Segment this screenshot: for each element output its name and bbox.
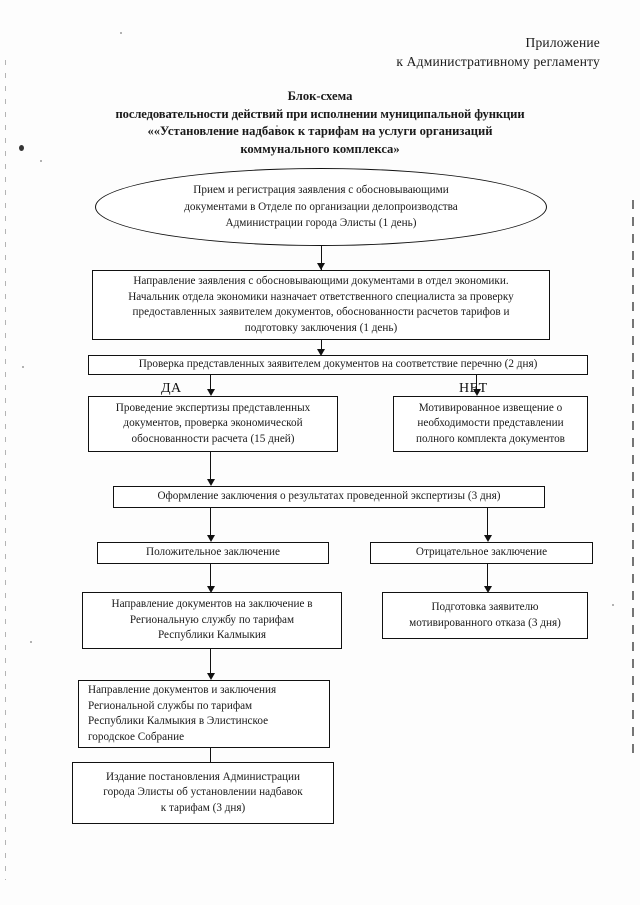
start-ellipse-line-1: Прием и регистрация заявления с обосновы… xyxy=(193,184,449,197)
arrowhead-to-expertise xyxy=(206,389,215,396)
connector-negative-to-refusal xyxy=(487,564,489,590)
scan-speck-artifact xyxy=(276,125,278,127)
scan-speck-artifact xyxy=(40,160,42,162)
refusal-line-2: мотивированного отказа (3 дня) xyxy=(409,616,561,629)
scan-speck-artifact xyxy=(120,32,122,34)
check-line-1: Проверка представленных заявителем докум… xyxy=(138,358,538,371)
flow-node-incomplete-notice: Мотивированное извещение о необходимости… xyxy=(393,396,588,452)
scan-speck-artifact xyxy=(22,366,24,368)
connector-start-to-economy xyxy=(320,246,322,270)
expertise-line-3: обоснованности расчета (15 дней) xyxy=(131,432,295,445)
flow-node-economy-department: Направление заявления с обосновывающими … xyxy=(92,270,550,340)
flow-node-positive-conclusion: Положительное заключение xyxy=(97,542,329,564)
send-rst-line-2: Региональную службу по тарифам xyxy=(129,613,295,626)
page-title: Блок-схема последовательности действий п… xyxy=(60,88,580,158)
scan-speck-artifact xyxy=(30,641,32,643)
arrowhead-to-sobranie xyxy=(206,673,215,680)
connector-expertise-to-conclusion xyxy=(210,452,212,484)
arrowhead-to-positive xyxy=(206,535,215,542)
flow-node-send-to-regional-service: Направление документов на заключение в Р… xyxy=(82,592,342,649)
page-title-line-1: Блок-схема xyxy=(287,89,353,103)
notice-line-1: Мотивированное извещение о xyxy=(418,401,563,414)
final-line-1: Издание постановления Администрации xyxy=(105,770,300,783)
notice-line-2: необходимости представлении xyxy=(417,417,564,430)
flow-node-send-to-city-assembly: Направление документов и заключения Реги… xyxy=(78,680,330,748)
economy-line-3: предоставленных заявителем документов, о… xyxy=(132,306,510,318)
positive-line-1: Положительное заключение xyxy=(145,546,281,559)
conclusion-line-1: Оформление заключения о результатах пров… xyxy=(157,490,501,503)
scan-edge-artifact-right xyxy=(632,200,634,760)
appendix-header-line-1: Приложение xyxy=(525,35,600,50)
notice-line-3: полного комплекта документов xyxy=(416,432,565,445)
arrowhead-to-send-rst xyxy=(206,586,215,593)
send-rst-line-1: Направление документов на заключение в xyxy=(111,598,313,611)
final-line-2: города Элисты об установлении надбавок xyxy=(103,786,303,799)
send-sobranie-line-2: Региональной службы по тарифам xyxy=(88,699,253,712)
arrowhead-to-notice xyxy=(472,389,481,396)
economy-line-4: подготовку заключения (1 день) xyxy=(244,321,398,334)
scan-speck-artifact xyxy=(368,130,370,132)
send-sobranie-line-1: Направление документов и заключения xyxy=(88,684,277,696)
arrowhead-to-check xyxy=(317,349,325,356)
start-ellipse-line-3: Администрации города Элисты (1 день) xyxy=(225,217,417,230)
connector-conclusion-to-negative xyxy=(487,508,489,540)
send-sobranie-line-4: городское Собрание xyxy=(88,730,185,743)
scan-speck-artifact xyxy=(612,604,614,606)
expertise-line-2: документов, проверка экономической xyxy=(123,417,303,430)
connector-positive-to-send-rst xyxy=(210,564,212,590)
expertise-line-1: Проведение экспертизы представленных xyxy=(115,401,311,414)
flow-node-expertise: Проведение экспертизы представленных док… xyxy=(88,396,338,452)
flow-node-start-ellipse: Прием и регистрация заявления с обосновы… xyxy=(95,168,547,246)
economy-line-2: Начальник отдела экономики назначает отв… xyxy=(128,290,514,303)
page-title-line-3: ««Установление надбавок к тарифам на усл… xyxy=(147,124,493,138)
flow-node-final-resolution: Издание постановления Администрации горо… xyxy=(72,762,334,824)
connector-send-rst-to-sobranie xyxy=(210,649,212,677)
start-ellipse-line-2: документами в Отделе по организации дело… xyxy=(184,200,458,213)
flow-node-negative-conclusion: Отрицательное заключение xyxy=(370,542,593,564)
final-line-3: к тарифам (3 дня) xyxy=(160,801,246,814)
flow-node-conclusion-issue: Оформление заключения о результатах пров… xyxy=(113,486,545,508)
page-title-line-4: коммунального комплекса» xyxy=(240,141,400,156)
page-title-line-2: последовательности действий при исполнен… xyxy=(115,106,525,121)
refusal-line-1: Подготовка заявителю xyxy=(431,601,539,613)
economy-line-1: Направление заявления с обосновывающими … xyxy=(133,275,509,287)
arrowhead-to-economy xyxy=(317,263,325,270)
connector-economy-to-check xyxy=(320,340,322,353)
branch-label-yes: ДА xyxy=(161,381,182,396)
negative-line-1: Отрицательное заключение xyxy=(415,546,548,559)
scan-edge-artifact-left xyxy=(5,60,6,880)
scan-speck-artifact xyxy=(19,145,24,151)
arrowhead-to-negative xyxy=(483,535,492,542)
flow-node-check-documents: Проверка представленных заявителем докум… xyxy=(88,355,588,375)
connector-sobranie-to-final xyxy=(210,748,212,770)
send-sobranie-line-3: Республики Калмыкия в Элистинское xyxy=(88,715,269,727)
arrowhead-to-refusal xyxy=(483,586,492,593)
send-rst-line-3: Республики Калмыкия xyxy=(157,629,267,642)
connector-conclusion-to-positive xyxy=(210,508,212,540)
appendix-header-line-2: к Административному регламенту xyxy=(396,54,600,69)
connector-check-to-expertise xyxy=(210,375,212,394)
arrowhead-to-conclusion xyxy=(206,479,215,486)
flow-node-prepare-refusal: Подготовка заявителю мотивированного отк… xyxy=(382,592,588,639)
connector-check-to-notice xyxy=(476,375,478,394)
